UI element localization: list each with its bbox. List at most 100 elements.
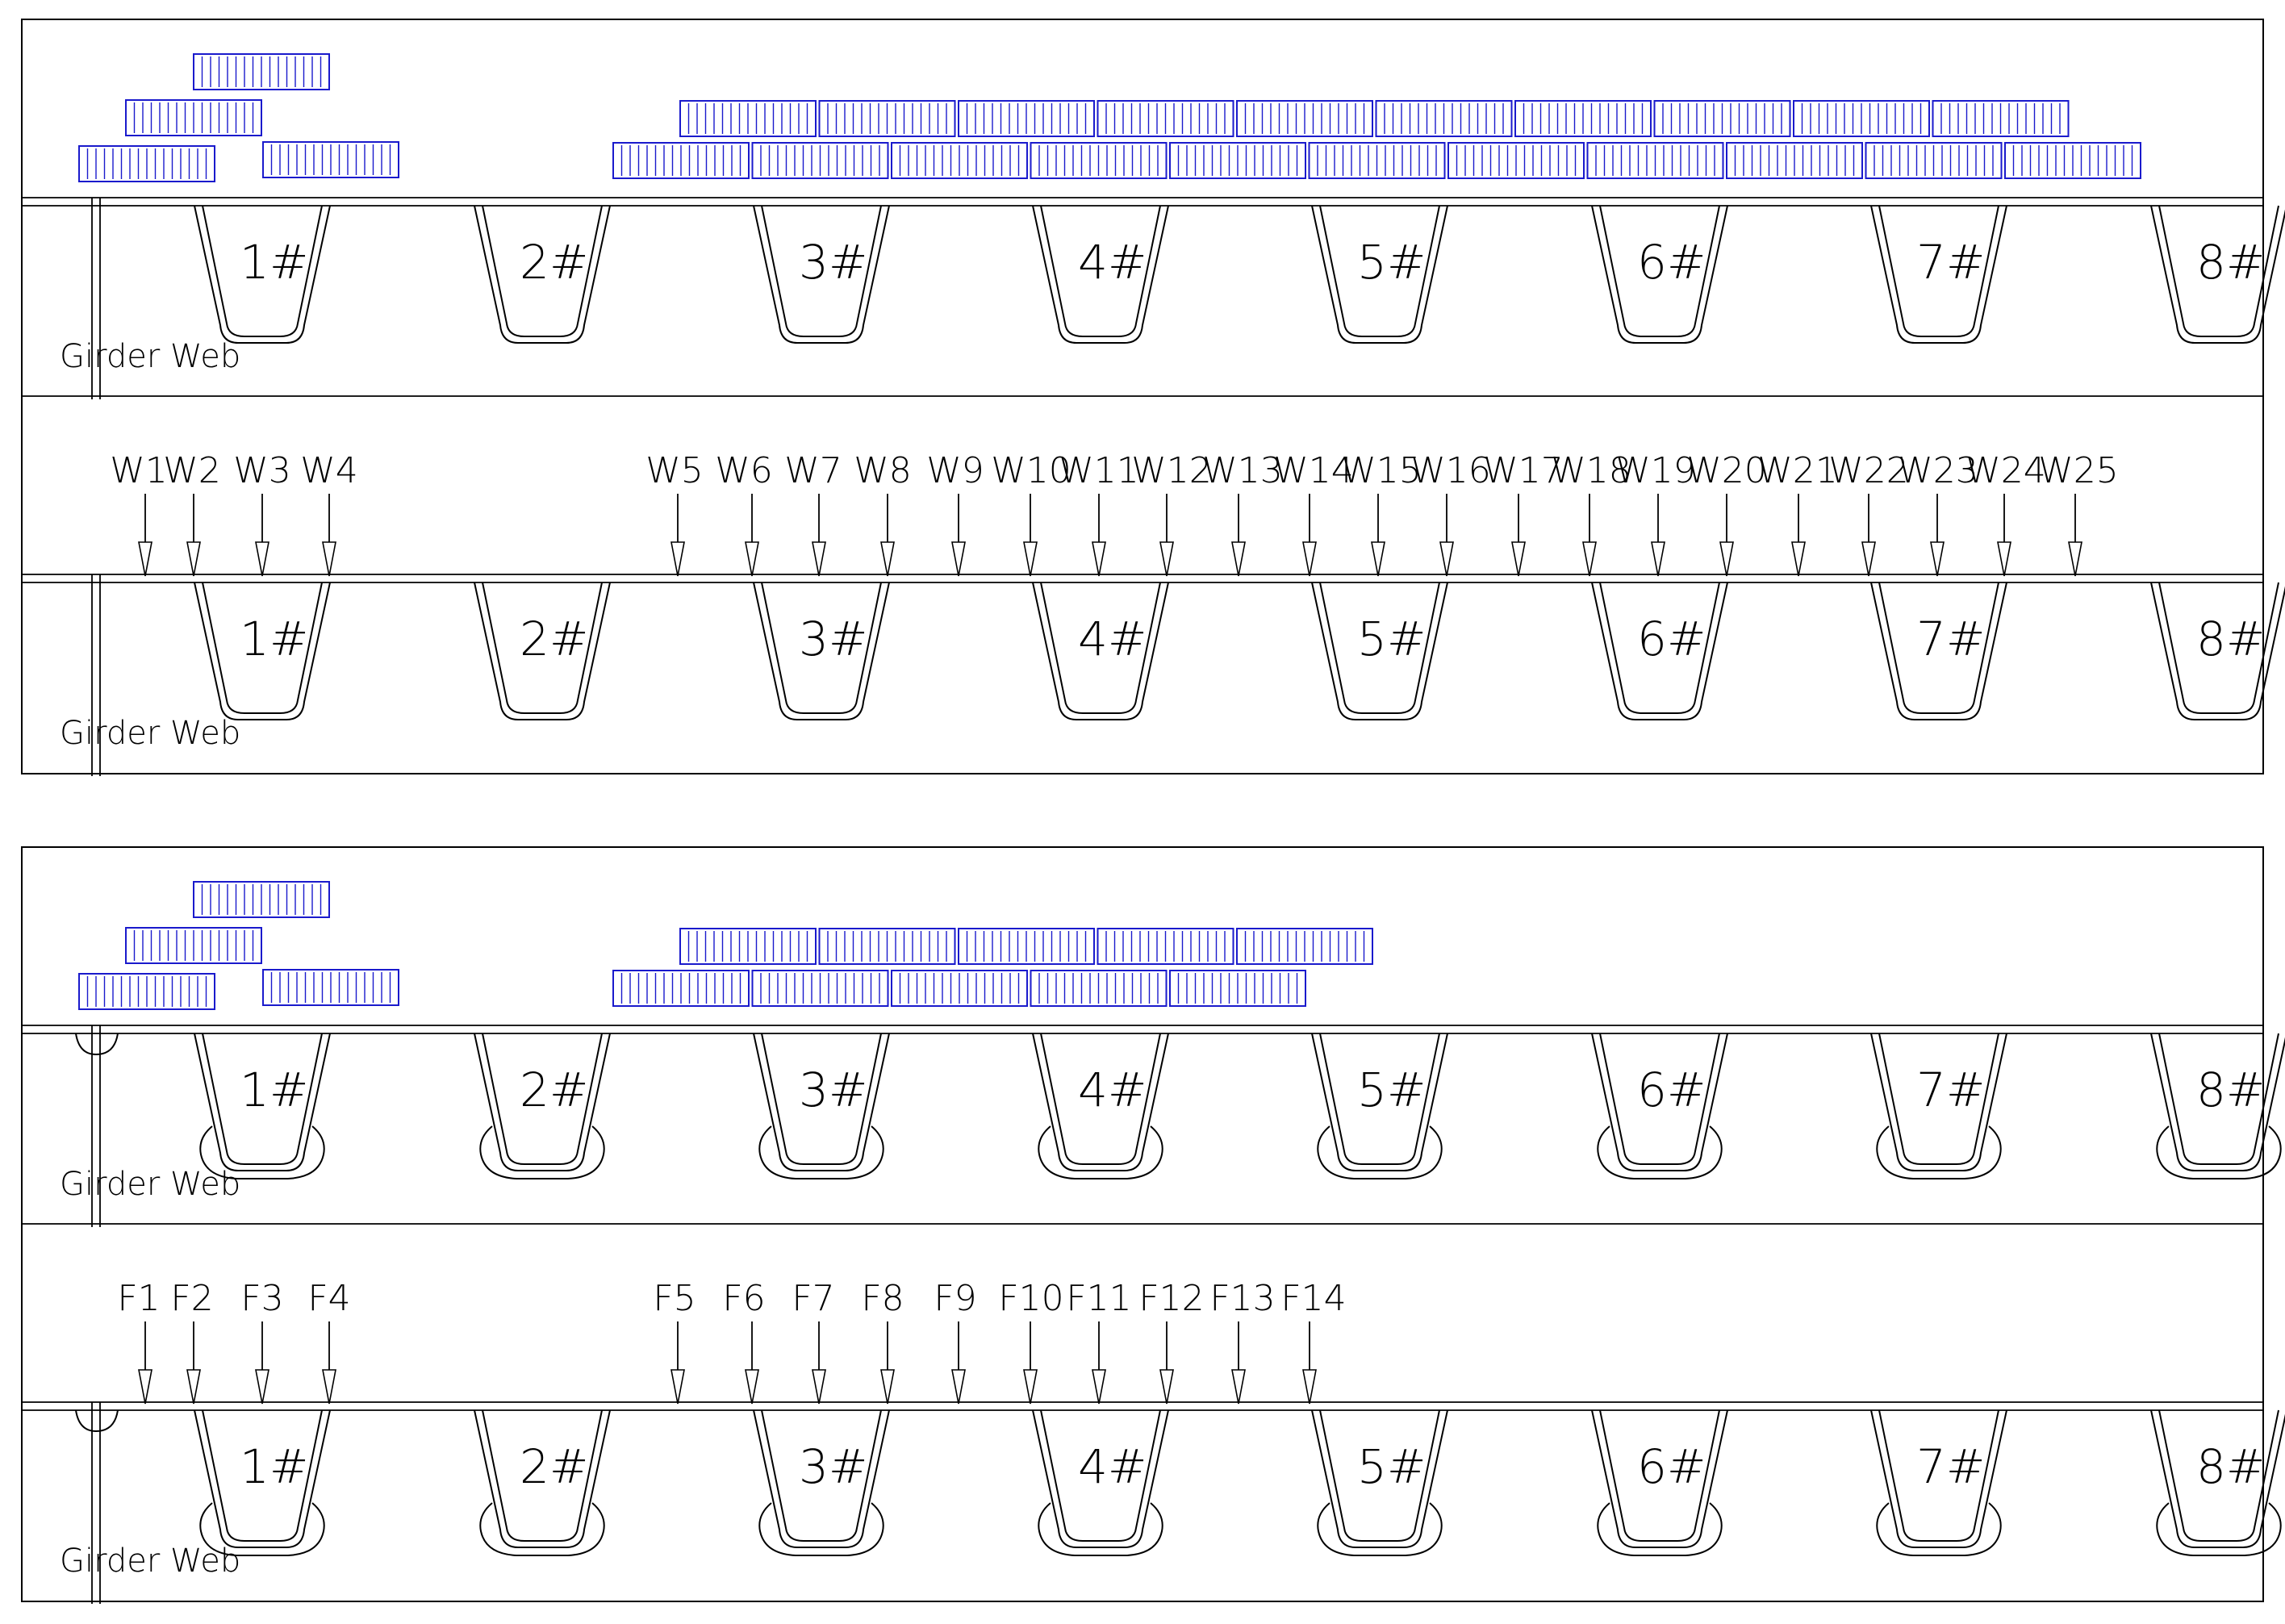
strain-gauge: [679, 928, 817, 965]
point-arrow-head: [1930, 541, 1945, 577]
rib-outer-wall: [2150, 582, 2285, 720]
rib-label: 7#: [1916, 612, 1986, 666]
rib-outer-wall: [753, 1409, 890, 1548]
rib-inner-wall: [2158, 1409, 2279, 1542]
point-arrow-head: [1231, 1369, 1246, 1405]
point-label: W16: [1410, 450, 1491, 491]
strain-gauge: [1447, 142, 1585, 179]
strain-gauge: [679, 100, 817, 137]
measurement-point-F14: F14: [1280, 1278, 1347, 1405]
strain-gauge: [1586, 142, 1724, 179]
rib-3: [753, 205, 890, 344]
measurement-point-W8: W8: [854, 450, 912, 577]
strain-gauge: [1030, 970, 1168, 1007]
measurement-point-W25: W25: [2038, 450, 2119, 577]
strain-gauge: [1169, 142, 1306, 179]
strain-gauge: [262, 969, 399, 1006]
strain-gauge: [818, 928, 956, 965]
rib-reinforcement-cap: [1317, 1125, 1443, 1179]
rib-reinforcement-cap: [1876, 1125, 2002, 1179]
strain-gauge: [1793, 100, 1930, 137]
rib-inner-wall: [482, 1033, 603, 1165]
point-arrow-head: [745, 1369, 759, 1405]
point-label: F10: [998, 1278, 1063, 1319]
strain-gauge: [125, 927, 262, 964]
rib-inner-wall: [761, 205, 882, 337]
rib-inner-wall: [1599, 205, 1720, 337]
rib-outer-wall: [1870, 205, 2007, 344]
rib-outer-wall: [1870, 1409, 2007, 1548]
rib-5: [1311, 205, 1448, 344]
strain-gauge: [1514, 100, 1652, 137]
rib-inner-wall: [1319, 1033, 1440, 1165]
strain-gauge: [1030, 142, 1168, 179]
point-arrow-head: [1511, 541, 1526, 577]
rib-label: 8#: [2196, 612, 2266, 666]
rib-inner-wall: [1878, 1033, 1999, 1165]
strain-gauge: [1236, 928, 1373, 965]
rib-3: [753, 1409, 890, 1556]
point-label: W2: [163, 450, 221, 491]
rib-1: [194, 582, 331, 720]
rib-label: 7#: [1916, 235, 1986, 290]
rib-inner-wall: [202, 1033, 323, 1165]
point-label: W15: [1341, 450, 1422, 491]
point-arrow-head: [1791, 541, 1806, 577]
rib-outer-wall: [474, 1409, 611, 1548]
rib-inner-wall: [1599, 1033, 1720, 1165]
point-arrow-head: [1159, 541, 1174, 577]
rib-label: 6#: [1637, 1062, 1706, 1117]
point-label: W11: [1059, 450, 1139, 491]
strain-gauge: [958, 100, 1095, 137]
measurement-point-W14: W14: [1273, 450, 1354, 577]
measurement-point-W9: W9: [926, 450, 984, 577]
rib-2: [474, 1033, 611, 1179]
strain-gauge: [1653, 100, 1791, 137]
rib-outer-wall: [1591, 1409, 1728, 1548]
girder-web-cope: [75, 1409, 119, 1432]
rib-2: [474, 582, 611, 720]
rib-label: 4#: [1078, 1062, 1147, 1117]
measurement-point-F6: F6: [722, 1278, 766, 1405]
rib-6: [1591, 1033, 1728, 1179]
point-arrow-head: [186, 1369, 201, 1405]
rib-label: 7#: [1916, 1439, 1986, 1494]
rib-7: [1870, 1409, 2007, 1556]
point-arrow-head: [951, 541, 966, 577]
point-arrow-head: [1023, 541, 1038, 577]
point-label: W4: [300, 450, 358, 491]
strain-gauge: [78, 145, 215, 182]
rib-reinforcement-cap: [479, 1502, 605, 1556]
point-label: F7: [792, 1278, 834, 1319]
point-label: W21: [1757, 450, 1838, 491]
rib-outer-wall: [1032, 1033, 1169, 1171]
rib-7: [1870, 205, 2007, 344]
rib-5: [1311, 1033, 1448, 1179]
rib-label: 2#: [520, 1062, 589, 1117]
point-arrow-head: [1997, 541, 2011, 577]
measurement-point-W3: W3: [233, 450, 291, 577]
point-arrow-head: [322, 1369, 336, 1405]
rib-inner-wall: [1878, 205, 1999, 337]
rib-label: 7#: [1916, 1062, 1986, 1117]
measurement-point-W16: W16: [1410, 450, 1491, 577]
rib-8: [2150, 582, 2285, 720]
point-label: F2: [170, 1278, 213, 1319]
rib-label: 4#: [1078, 235, 1147, 290]
strain-gauge: [193, 881, 330, 918]
rib-label: 1#: [240, 1062, 309, 1117]
rib-outer-wall: [194, 1033, 331, 1171]
point-arrow-head: [1023, 1369, 1038, 1405]
rib-5: [1311, 582, 1448, 720]
rib-inner-wall: [202, 205, 323, 337]
measurement-point-F2: F2: [170, 1278, 214, 1405]
point-arrow-head: [1159, 1369, 1174, 1405]
rib-4: [1032, 1409, 1169, 1556]
rib-reinforcement-cap: [1597, 1502, 1723, 1556]
rib-1: [194, 1033, 331, 1179]
point-label: W14: [1273, 450, 1354, 491]
strain-gauge: [958, 928, 1095, 965]
